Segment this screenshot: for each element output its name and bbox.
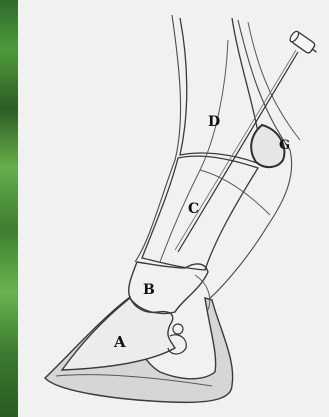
dorsal-curve	[200, 170, 270, 215]
long-pastern-c	[142, 156, 258, 270]
short-pastern-b	[129, 262, 208, 313]
label-d: D	[208, 115, 220, 129]
navicular-ring	[173, 324, 183, 334]
tendon-inner-line-2	[160, 40, 228, 262]
syringe-hub-icon	[288, 30, 319, 57]
cannon-bone-d	[180, 18, 262, 165]
tendon-outline-left	[135, 15, 181, 262]
label-g: G	[279, 139, 290, 153]
label-a: A	[114, 335, 126, 349]
label-b: B	[143, 283, 155, 297]
label-c: C	[188, 202, 199, 216]
